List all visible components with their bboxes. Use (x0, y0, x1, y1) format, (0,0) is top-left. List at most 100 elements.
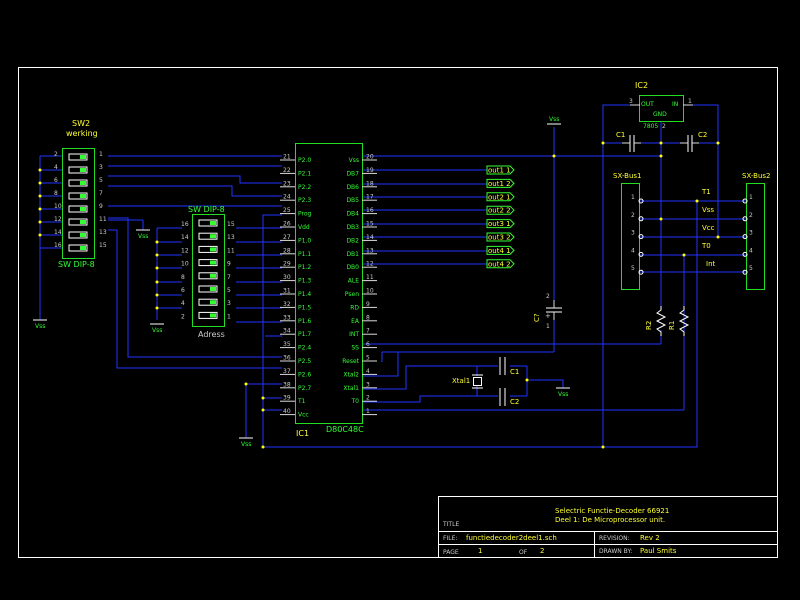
junctions (38, 141, 720, 449)
ic2-pin-in: 1 (688, 98, 692, 105)
c2-xtal-label: C2 (510, 398, 519, 406)
sx-bus-pin (742, 251, 748, 257)
sx-bus-pin-num: 4 (631, 247, 635, 254)
ic1-right-pin-name: DB3 (346, 224, 359, 231)
ic1-right-pin-name: INT (349, 331, 359, 338)
adress-rocker-fill (210, 247, 216, 252)
sw2-rocker-fill (80, 194, 86, 198)
output-flag (486, 219, 515, 229)
sw2-left-pin: 10 (54, 203, 62, 210)
ic1-right-pin-name: Xtal2 (343, 371, 359, 378)
ic1-left-pin-name: P1.3 (298, 278, 311, 285)
adress-right-pin: 13 (227, 234, 235, 241)
output-label: out4 2 (488, 260, 511, 268)
sw2-rocker-fill (80, 220, 86, 224)
ic1-left-pin-name: P2.0 (298, 157, 311, 164)
ic1-left-pin-num: 32 (283, 301, 291, 308)
ic1-right-pin-name: DB7 (346, 170, 359, 177)
capacitor-c2-xtal: C2 (499, 388, 519, 406)
ic1-left-pin-num: 21 (283, 154, 291, 161)
adress-rocker-fill (210, 221, 216, 225)
bus-signal-t1: T1 (701, 188, 711, 196)
ic1-left-pin-num: 24 (283, 194, 291, 201)
vss-text: Vss (138, 233, 148, 240)
ic1-right-pin-num: 18 (366, 180, 374, 187)
adress-right-pin: 5 (227, 287, 231, 294)
output-label: out3 2 (488, 234, 511, 242)
wires (39, 104, 748, 448)
ic1-right-pin-num: 20 (366, 154, 374, 161)
adress-rocker-fill (210, 313, 216, 318)
adress-rocker (198, 272, 218, 280)
sx-bus-pin (638, 269, 644, 275)
title-line2: Deel 1: De Microprocessor unit. (555, 516, 665, 524)
ic1-right-pin-num: 10 (366, 288, 374, 295)
sw2-right-pin: 3 (99, 164, 103, 171)
ic2-in: IN (672, 101, 678, 108)
output-flag (486, 178, 515, 188)
sw2-left-pin: 6 (54, 177, 58, 184)
ic1-left-pin-num: 40 (283, 408, 291, 415)
adress-right-pin: 15 (227, 221, 235, 228)
ic1-left-pin-num: 23 (283, 180, 291, 187)
revision-label: REVISION: (599, 535, 630, 542)
ic1-right-pin-num: 4 (366, 368, 370, 375)
capacitor-c7: C? 2 1 + (533, 293, 562, 330)
ic1-right-pin-name: DB1 (346, 251, 359, 258)
resistor-r1: R1 (668, 306, 690, 336)
ic1-left-pin-num: 38 (283, 381, 291, 388)
adress-switch-label: Adress (198, 330, 225, 339)
sx-bus-pin-num: 4 (749, 247, 753, 254)
output-label: out4 1 (488, 247, 511, 255)
vss-text: Vss (152, 327, 162, 334)
crystal: Xtal1 (452, 374, 483, 389)
ic1-right-pin-name: DB0 (346, 264, 359, 271)
sx-bus-pin-num: 3 (631, 230, 635, 237)
adress-left-pin: 16 (181, 221, 189, 228)
sw2-rocker-fill (80, 246, 86, 250)
sx-bus-pin (742, 198, 748, 204)
ic1-left-pin-name: P1.4 (298, 291, 311, 298)
vss-text: Vss (549, 116, 559, 123)
ic1-left-pin-name: P2.1 (298, 170, 311, 177)
ic1-left-pin-name: Prog (298, 211, 312, 218)
ic1-left-pin-name: P1.2 (298, 264, 311, 271)
output-label: out2 2 (488, 207, 511, 215)
ic1-left-pin-num: 39 (283, 395, 291, 402)
adress-left-pin: 14 (181, 234, 189, 241)
adress-left-pin: 2 (181, 313, 185, 320)
sw2-rocker-fill (80, 233, 86, 237)
adress-right-pin: 7 (227, 274, 231, 281)
file-label: FILE: (443, 535, 457, 542)
adress-rocker-fill (210, 273, 216, 278)
of-value: 2 (540, 547, 544, 555)
sw2-rocker-fill (80, 168, 86, 172)
adress-rocker (198, 232, 218, 240)
sx-bus-pin (742, 269, 748, 275)
output-label: out2 1 (488, 193, 511, 201)
adress-right-pin: 11 (227, 247, 235, 254)
ic1-left-pin-name: P1.6 (298, 318, 311, 325)
drawn-value: Paul Smits (640, 547, 677, 555)
ic1-left-pin-num: 29 (283, 261, 291, 268)
r2-label: R2 (645, 321, 653, 330)
sx-bus2-label: SX-Bus2 (742, 172, 771, 180)
sw2-ref: SW2 (72, 119, 90, 128)
sx-bus-pin (638, 234, 644, 240)
title-label: TITLE (442, 521, 459, 528)
capacitor-c1-xtal: C1 (499, 357, 519, 376)
ic1-right-pin-num: 11 (366, 274, 374, 281)
sx-bus-pin-num: 5 (631, 265, 635, 272)
ic1-right-pin-num: 14 (366, 234, 374, 241)
sw2-rocker (68, 166, 88, 174)
ic1-left-pin-name: P2.2 (298, 184, 311, 191)
ic1-left-pin-num: 28 (283, 247, 291, 254)
sw2-rocker (68, 244, 88, 252)
sx-bus-pin (742, 234, 748, 240)
file-value: functiedecoder2deel1.sch (466, 534, 557, 542)
ic1-left-pin-name: P2.5 (298, 358, 311, 365)
ic1-left-pin-num: 33 (283, 314, 291, 321)
sw2-rocker (68, 218, 88, 226)
